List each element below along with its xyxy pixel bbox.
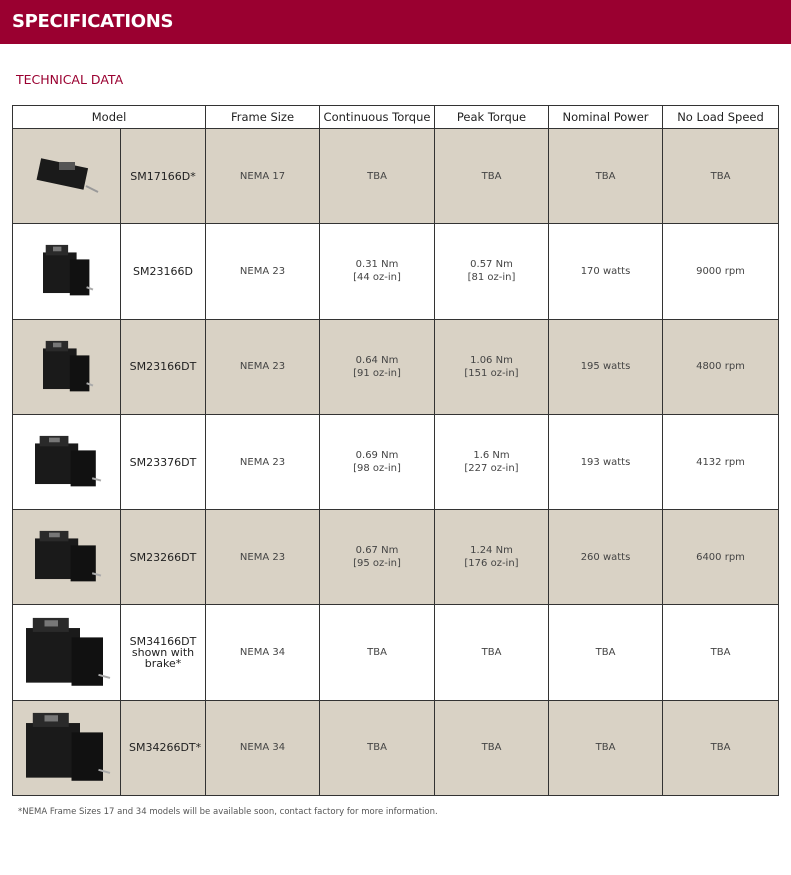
frame-cell: NEMA 34 xyxy=(205,604,320,701)
peak-torque-nm: 0.57 Nm xyxy=(470,259,513,271)
peak-torque-cell: 1.6 Nm[227 oz-in] xyxy=(434,413,549,511)
col-power: Nominal Power xyxy=(548,105,663,129)
table-row: SM17166D* NEMA 17 TBA TBA TBA TBA xyxy=(12,127,779,225)
table-row: SM34266DT* NEMA 34 TBA TBA TBA TBA xyxy=(12,699,779,797)
table-row: SM23376DT NEMA 23 0.69 Nm[98 oz-in] 1.6 … xyxy=(12,413,779,511)
table-header: Model Frame Size Continuous Torque Peak … xyxy=(12,105,779,129)
col-cont-torque: Continuous Torque xyxy=(319,105,435,129)
page-title: SPECIFICATIONS xyxy=(12,11,174,32)
peak-torque-cell: TBA xyxy=(434,604,549,701)
cont-torque-cell: 0.31 Nm[44 oz-in] xyxy=(319,223,435,320)
power-cell: 260 watts xyxy=(548,509,663,606)
model-cell: SM23266DT xyxy=(120,509,206,606)
speed-cell: 6400 rpm xyxy=(662,509,779,606)
peak-torque-cell: 0.57 Nm[81 oz-in] xyxy=(434,223,549,320)
cont-torque-ozin: [91 oz-in] xyxy=(353,367,401,379)
peak-torque-cell: TBA xyxy=(434,699,549,797)
peak-torque-ozin: [81 oz-in] xyxy=(467,272,516,284)
frame-cell: NEMA 17 xyxy=(205,127,320,225)
cont-torque-cell: TBA xyxy=(319,604,435,701)
peak-torque-nm: 1.06 Nm xyxy=(470,354,513,366)
footnote: *NEMA Frame Sizes 17 and 34 models will … xyxy=(18,807,438,817)
col-speed: No Load Speed xyxy=(662,105,779,129)
motor-image xyxy=(12,604,121,701)
cont-torque-nm: 0.64 Nm xyxy=(355,354,399,366)
peak-torque-nm: TBA xyxy=(481,647,502,659)
peak-torque-nm: TBA xyxy=(481,742,502,754)
cont-torque-nm: 0.69 Nm xyxy=(355,450,399,462)
speed-cell: TBA xyxy=(662,604,779,701)
peak-torque-ozin: [151 oz-in] xyxy=(464,367,519,379)
frame-cell: NEMA 23 xyxy=(205,413,320,511)
cont-torque-nm: 0.31 Nm xyxy=(355,259,399,271)
speed-cell: TBA xyxy=(662,127,779,225)
motor-image xyxy=(12,127,121,225)
peak-torque-nm: TBA xyxy=(481,170,502,182)
motor-image xyxy=(12,318,121,415)
frame-cell: NEMA 23 xyxy=(205,223,320,320)
model-cell: SM23376DT xyxy=(120,413,206,511)
cont-torque-cell: TBA xyxy=(319,699,435,797)
speed-cell: 4132 rpm xyxy=(662,413,779,511)
cont-torque-cell: 0.69 Nm[98 oz-in] xyxy=(319,413,435,511)
speed-cell: 4800 rpm xyxy=(662,318,779,415)
power-cell: TBA xyxy=(548,127,663,225)
cont-torque-nm: 0.67 Nm xyxy=(355,545,399,557)
frame-cell: NEMA 34 xyxy=(205,699,320,797)
power-cell: 170 watts xyxy=(548,223,663,320)
power-cell: TBA xyxy=(548,699,663,797)
peak-torque-ozin: [227 oz-in] xyxy=(464,463,519,475)
cont-torque-cell: 0.67 Nm[95 oz-in] xyxy=(319,509,435,606)
col-model: Model xyxy=(12,105,206,129)
peak-torque-ozin: [176 oz-in] xyxy=(464,558,519,570)
power-cell: TBA xyxy=(548,604,663,701)
spec-table: Model Frame Size Continuous Torque Peak … xyxy=(12,105,779,797)
motor-image xyxy=(12,699,121,797)
col-peak-torque: Peak Torque xyxy=(434,105,549,129)
table-row: SM23166D NEMA 23 0.31 Nm[44 oz-in] 0.57 … xyxy=(12,223,779,320)
peak-torque-nm: 1.6 Nm xyxy=(473,450,510,462)
model-cell: SM34166DT shown with brake* xyxy=(120,604,206,701)
power-cell: 193 watts xyxy=(548,413,663,511)
peak-torque-cell: TBA xyxy=(434,127,549,225)
cont-torque-cell: 0.64 Nm[91 oz-in] xyxy=(319,318,435,415)
motor-image xyxy=(12,509,121,606)
model-cell: SM23166DT xyxy=(120,318,206,415)
speed-cell: TBA xyxy=(662,699,779,797)
peak-torque-cell: 1.06 Nm[151 oz-in] xyxy=(434,318,549,415)
cont-torque-ozin: [95 oz-in] xyxy=(353,558,401,570)
cont-torque-nm: TBA xyxy=(367,170,387,182)
header-banner: SPECIFICATIONS xyxy=(0,0,791,44)
section-title: TECHNICAL DATA xyxy=(16,72,124,87)
frame-cell: NEMA 23 xyxy=(205,509,320,606)
motor-image xyxy=(12,223,121,320)
model-cell: SM17166D* xyxy=(120,127,206,225)
cont-torque-ozin: [98 oz-in] xyxy=(353,463,401,475)
cont-torque-nm: TBA xyxy=(367,742,387,754)
cont-torque-cell: TBA xyxy=(319,127,435,225)
table-row: SM23166DT NEMA 23 0.64 Nm[91 oz-in] 1.06… xyxy=(12,318,779,415)
peak-torque-cell: 1.24 Nm[176 oz-in] xyxy=(434,509,549,606)
model-cell: SM23166D xyxy=(120,223,206,320)
model-cell: SM34266DT* xyxy=(120,699,206,797)
motor-image xyxy=(12,413,121,511)
col-frame: Frame Size xyxy=(205,105,320,129)
power-cell: 195 watts xyxy=(548,318,663,415)
frame-cell: NEMA 23 xyxy=(205,318,320,415)
table-row: SM23266DT NEMA 23 0.67 Nm[95 oz-in] 1.24… xyxy=(12,509,779,606)
cont-torque-ozin: [44 oz-in] xyxy=(353,272,401,284)
peak-torque-nm: 1.24 Nm xyxy=(470,545,513,557)
table-row: SM34166DT shown with brake* NEMA 34 TBA … xyxy=(12,604,779,701)
cont-torque-nm: TBA xyxy=(367,647,387,659)
speed-cell: 9000 rpm xyxy=(662,223,779,320)
